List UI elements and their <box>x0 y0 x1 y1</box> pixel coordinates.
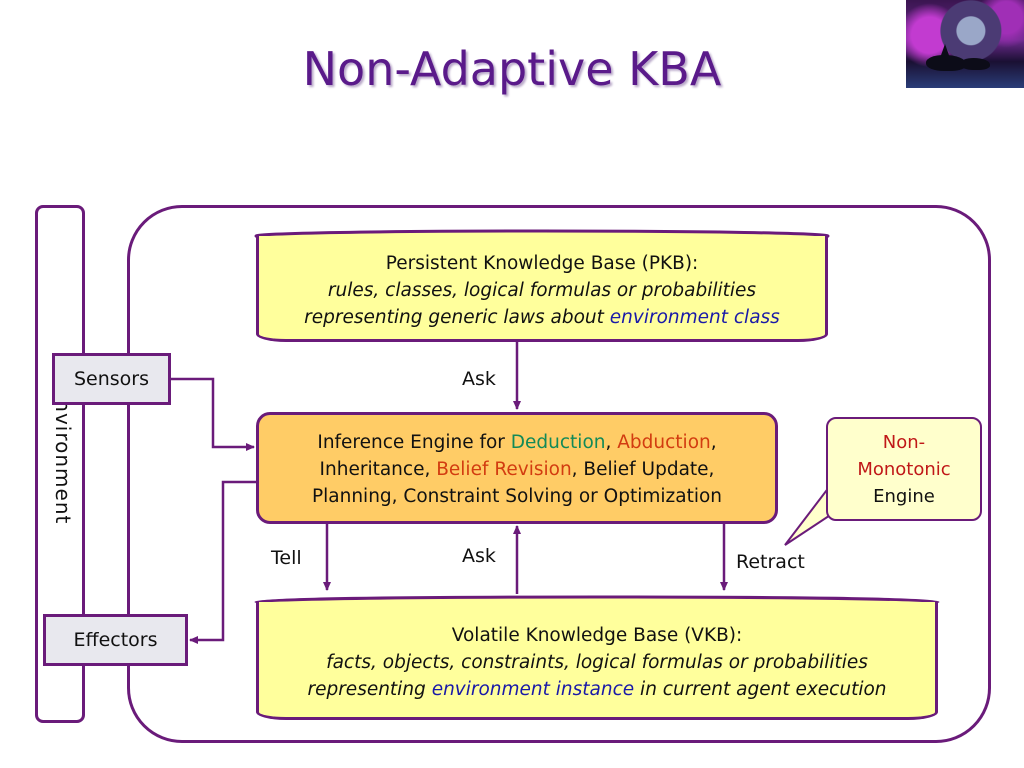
non-label: Non- <box>882 432 926 453</box>
pkb-title: Persistent Knowledge Base (PKB): <box>385 253 699 274</box>
pkb-box: Persistent Knowledge Base (PKB): rules, … <box>256 236 828 342</box>
inheritance-label: Inheritance, <box>319 459 437 480</box>
sensors-box: Sensors <box>52 353 171 405</box>
tell-label: Tell <box>271 547 302 569</box>
vkb-instance-suffix: in current agent execution <box>634 679 887 700</box>
agent-frame <box>127 205 991 743</box>
orca-thumbnail-image <box>906 0 1024 88</box>
engine-label: Engine <box>873 486 935 507</box>
inference-line3: Planning, Constraint Solving or Optimiza… <box>311 486 723 507</box>
ask-bottom-label: Ask <box>462 545 496 567</box>
inference-line2: Inheritance, Belief Revision, Belief Upd… <box>259 456 775 483</box>
vkb-environment-instance: environment instance <box>431 679 635 700</box>
vkb-box: Volatile Knowledge Base (VKB): facts, ob… <box>256 602 938 720</box>
vkb-title: Volatile Knowledge Base (VKB): <box>451 625 743 646</box>
non-monotonic-engine-callout: Non- Monotonic Engine <box>826 417 982 521</box>
deduction-label: Deduction <box>510 432 606 453</box>
monotonic-label: Monotonic <box>857 459 951 480</box>
belief-update-label: , Belief Update, <box>571 459 715 480</box>
vkb-instance-line: representing environment instance in cur… <box>259 676 935 703</box>
inference-comma1: , <box>605 432 618 453</box>
engine-to-effectors-line <box>189 480 256 644</box>
inference-comma2: , <box>710 432 717 453</box>
vkb-description: facts, objects, constraints, logical for… <box>326 652 868 673</box>
pkb-description: rules, classes, logical formulas or prob… <box>327 280 757 301</box>
pkb-environment-class: environment class <box>609 307 780 328</box>
ask-top-label: Ask <box>462 368 496 390</box>
sensors-to-engine-line <box>171 377 255 451</box>
pkb-generic-laws: representing generic laws about environm… <box>259 304 825 331</box>
slide-title: Non-Adaptive KBA <box>302 42 722 96</box>
effectors-box: Effectors <box>43 614 188 666</box>
abduction-label: Abduction <box>617 432 711 453</box>
retract-label: Retract <box>736 551 805 573</box>
vkb-instance-prefix: representing <box>307 679 432 700</box>
inference-engine-box: Inference Engine for Deduction, Abductio… <box>256 412 778 524</box>
inference-line1: Inference Engine for Deduction, Abductio… <box>259 429 775 456</box>
inference-prefix: Inference Engine for <box>317 432 511 453</box>
belief-revision-label: Belief Revision <box>436 459 572 480</box>
pkb-generic-laws-prefix: representing generic laws about <box>304 307 610 328</box>
